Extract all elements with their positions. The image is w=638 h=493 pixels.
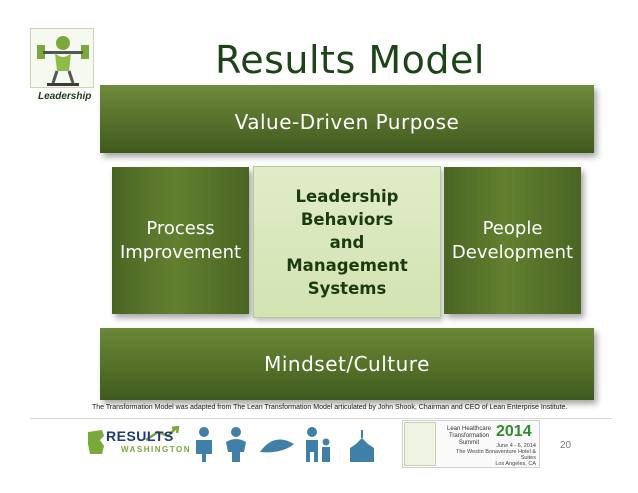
left-pillar-line-2: Improvement bbox=[119, 241, 242, 263]
center-line-3: and bbox=[329, 232, 365, 252]
right-pillar-line-1: People bbox=[482, 217, 543, 239]
washington-logo-text: WASHINGTON bbox=[121, 445, 191, 454]
weightlifter-icon bbox=[37, 36, 89, 86]
washington-map-icon bbox=[88, 426, 180, 454]
center-line-2: Behaviors bbox=[300, 209, 394, 229]
center-block: Leadership Behaviors and Management Syst… bbox=[253, 166, 441, 318]
right-pillar: People Development bbox=[444, 167, 581, 314]
center-line-4: Management bbox=[286, 255, 408, 275]
bottom-beam: Mindset/Culture bbox=[100, 328, 594, 400]
top-beam-label: Value-Driven Purpose bbox=[234, 110, 460, 134]
center-line-1: Leadership bbox=[295, 186, 399, 206]
top-beam: Value-Driven Purpose bbox=[100, 85, 594, 153]
summit-city: Los Angeles, CA bbox=[495, 461, 536, 467]
people-icons bbox=[196, 427, 374, 462]
summit-year: 2014 bbox=[496, 423, 532, 440]
summit-title: Lean Healthcare Transformation Summit bbox=[441, 426, 497, 447]
summit-date: June 4 - 6, 2014 bbox=[496, 443, 536, 449]
page-title: Results Model bbox=[215, 38, 485, 82]
summit-details: June 4 - 6, 2014 The Westin Bonaventure … bbox=[444, 443, 536, 467]
bottom-beam-label: Mindset/Culture bbox=[264, 352, 430, 376]
left-pillar: Process Improvement bbox=[112, 167, 249, 314]
source-caption: The Transformation Model was adapted fro… bbox=[92, 404, 568, 411]
leadership-logo bbox=[30, 28, 94, 88]
logo-label: Leadership bbox=[38, 91, 92, 102]
summit-venue: The Westin Bonaventure Hotel & Suites bbox=[456, 449, 536, 461]
summit-graphic bbox=[404, 422, 436, 466]
summit-line-2: Transformation Summit bbox=[448, 433, 490, 446]
right-pillar-line-2: Development bbox=[451, 241, 574, 263]
page-number: 20 bbox=[560, 440, 572, 451]
results-logo-text: RESULTS bbox=[106, 428, 174, 444]
center-line-5: Systems bbox=[307, 278, 387, 298]
left-pillar-line-1: Process bbox=[146, 217, 215, 239]
summit-line-1: Lean Healthcare bbox=[446, 426, 492, 432]
footer-divider bbox=[30, 418, 612, 419]
